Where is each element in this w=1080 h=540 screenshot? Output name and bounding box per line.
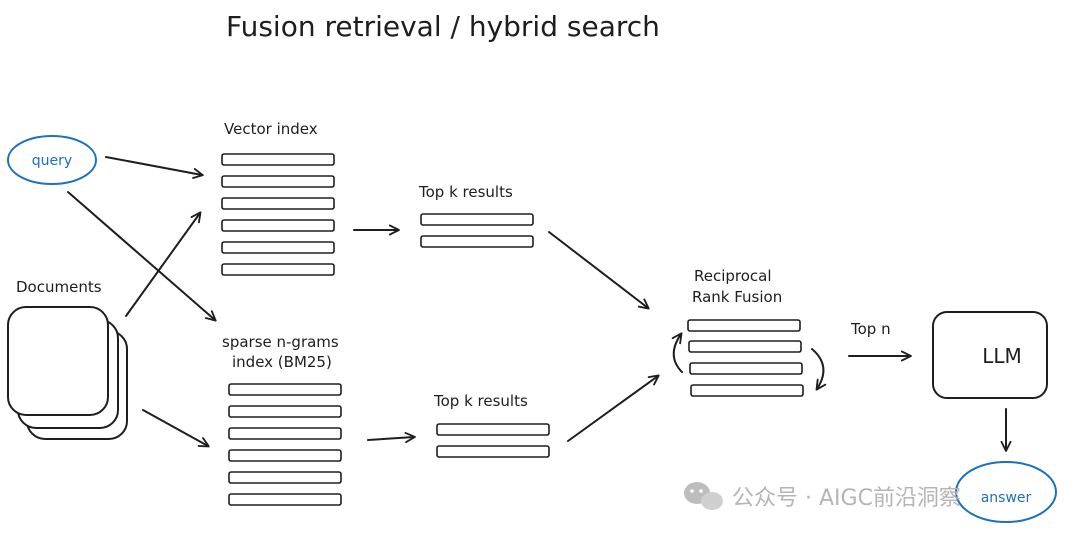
fusion-label-line2: Rank Fusion bbox=[692, 288, 782, 306]
fusion-label-line1: Reciprocal bbox=[694, 267, 772, 285]
arrow-sparse-to-topk bbox=[367, 432, 416, 444]
query-label: query bbox=[32, 153, 72, 169]
sparse-index-label-line2: index (BM25) bbox=[232, 353, 332, 371]
sparse-index-label-line1: sparse n-grams bbox=[222, 333, 339, 351]
watermark-text: 公众号 · AIGC前沿洞察 bbox=[732, 486, 961, 511]
vector-index-bars bbox=[221, 153, 335, 276]
diagram-title: Fusion retrieval / hybrid search bbox=[226, 10, 660, 43]
arrow-fusion-rerank-right bbox=[811, 348, 827, 391]
top-n-label: Top n bbox=[850, 320, 891, 338]
wechat-icon bbox=[684, 482, 723, 510]
query-node: query bbox=[7, 135, 97, 185]
arrow-query-to-vector bbox=[105, 156, 204, 179]
llm-node: LLM bbox=[932, 311, 1048, 399]
answer-label: answer bbox=[981, 490, 1032, 506]
documents-stack bbox=[7, 306, 128, 440]
sparse-index-bars bbox=[228, 383, 342, 506]
flow-arrows bbox=[67, 156, 1012, 452]
fusion-bars bbox=[687, 319, 804, 397]
top-k-sparse-label: Top k results bbox=[433, 392, 528, 410]
top-k-vector-bars bbox=[420, 213, 534, 248]
arrow-documents-to-vector bbox=[125, 211, 202, 317]
top-k-sparse-bars bbox=[436, 423, 550, 458]
top-k-vector-label: Top k results bbox=[418, 183, 513, 201]
arrow-topk-sparse-to-fusion bbox=[567, 374, 660, 442]
arrow-documents-to-sparse bbox=[142, 409, 210, 448]
answer-node: answer bbox=[955, 461, 1057, 523]
vector-index-label: Vector index bbox=[224, 120, 318, 138]
arrow-topk-vector-to-fusion bbox=[548, 231, 650, 310]
arrow-query-to-sparse bbox=[67, 191, 217, 322]
llm-label: LLM bbox=[982, 344, 1022, 368]
documents-label: Documents bbox=[16, 278, 102, 296]
arrow-fusion-rerank-left bbox=[671, 332, 683, 373]
watermark: 公众号 · AIGC前沿洞察 bbox=[684, 482, 961, 511]
